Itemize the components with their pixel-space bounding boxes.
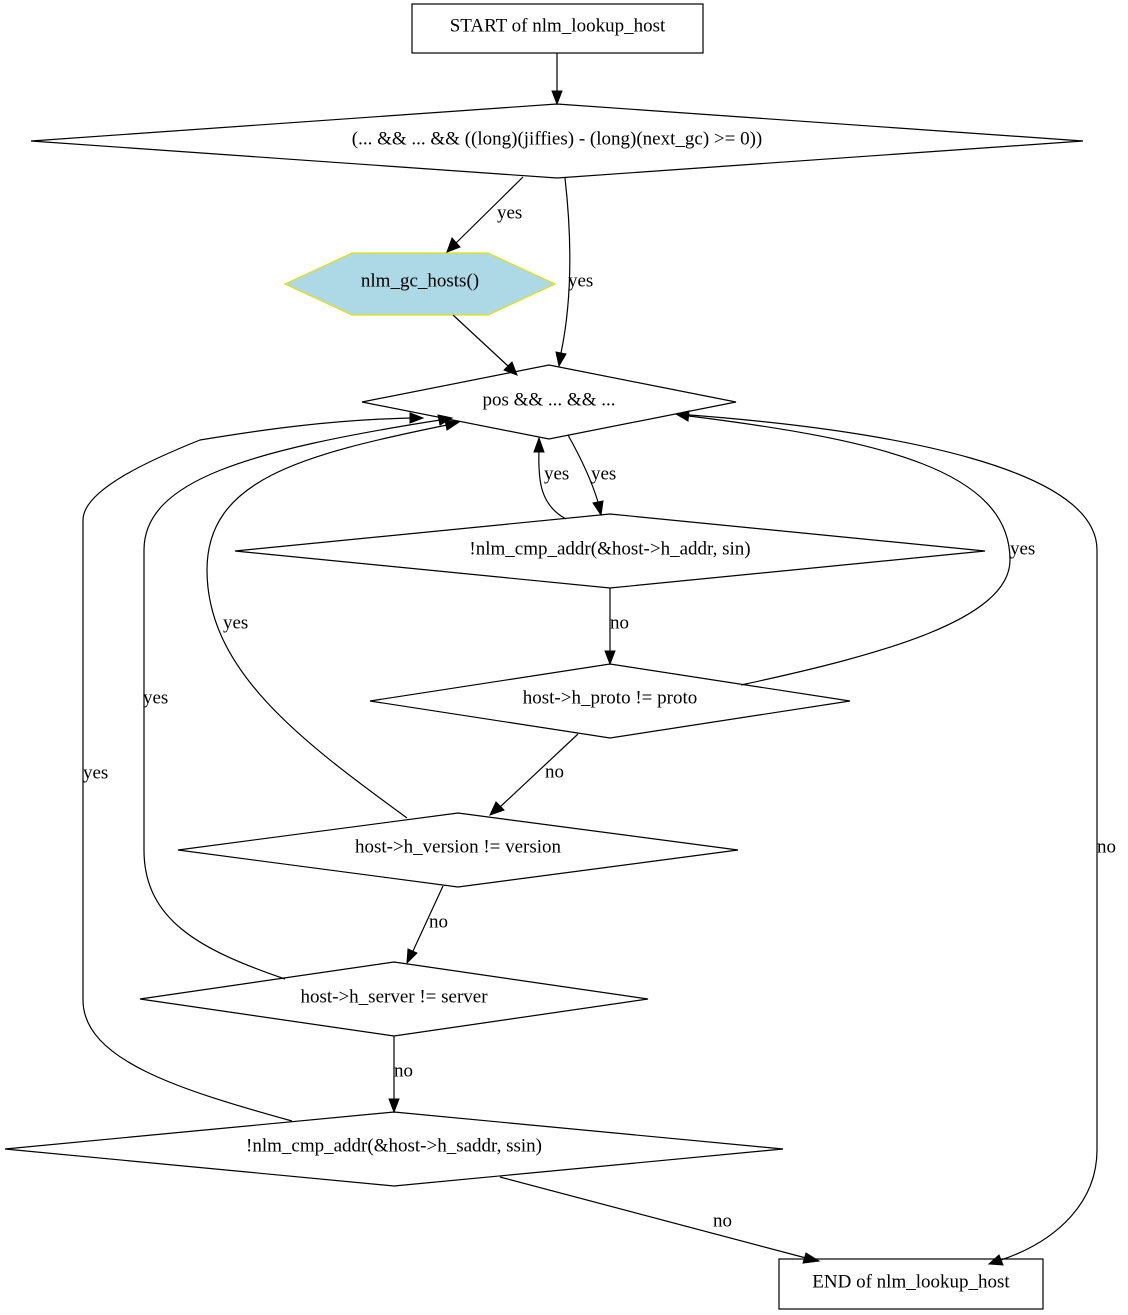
- edge-cond-proto-to-cond-version-label: no: [545, 762, 564, 783]
- edge-cond-gc-to-cond-pos: yes: [555, 177, 593, 368]
- node-cond-server-label: host->h_server != server: [300, 987, 488, 1008]
- edge-cond-server-to-cond-pos: yes: [143, 414, 454, 980]
- edge-cond-server-to-cond-pos-label: yes: [143, 688, 168, 709]
- edge-cond-version-to-cond-pos: yes: [206, 419, 461, 819]
- edge-cond-proto-to-cond-version: no: [489, 733, 579, 816]
- edge-cond-pos-to-cond-addr-label: yes: [591, 464, 616, 485]
- node-cond-addr: !nlm_cmp_addr(&host->h_addr, sin): [234, 513, 986, 589]
- edge-cond-pos-to-cond-addr: yes: [567, 434, 616, 517]
- node-end: END of nlm_lookup_host: [778, 1258, 1044, 1310]
- edge-call-gc-to-cond-pos: [452, 314, 518, 376]
- node-start: START of nlm_lookup_host: [411, 3, 704, 54]
- edge-cond-addr-to-cond-pos: yes: [533, 436, 569, 520]
- edge-cond-gc-to-cond-pos-label: yes: [568, 271, 593, 292]
- node-cond-addr-label: !nlm_cmp_addr(&host->h_addr, sin): [469, 539, 750, 560]
- edge-cond-gc-to-call-gc-label: yes: [497, 203, 522, 224]
- edge-cond-server-to-cond-saddr-label: no: [394, 1061, 413, 1082]
- node-cond-pos: pos && ... && ...: [361, 364, 737, 440]
- node-start-label: START of nlm_lookup_host: [450, 16, 666, 37]
- edge-cond-version-to-cond-server-label: no: [429, 912, 448, 933]
- edge-cond-addr-to-cond-pos-label: yes: [544, 464, 569, 485]
- node-cond-version-label: host->h_version != version: [355, 837, 562, 858]
- edge-cond-saddr-to-cond-pos: yes: [82, 412, 425, 1122]
- edge-cond-pos-to-end-label: no: [1097, 837, 1116, 858]
- node-cond-server: host->h_server != server: [139, 961, 649, 1037]
- node-end-label: END of nlm_lookup_host: [812, 1272, 1010, 1293]
- node-cond-gc: (... && ... && ((long)(jiffies) - (long)…: [30, 103, 1084, 179]
- node-cond-proto-label: host->h_proto != proto: [523, 688, 697, 709]
- edge-cond-addr-to-cond-proto: no: [604, 588, 629, 666]
- edge-cond-server-to-cond-saddr: no: [388, 1036, 413, 1114]
- edge-cond-saddr-to-end-label: no: [713, 1211, 732, 1232]
- node-call-gc: nlm_gc_hosts(): [283, 252, 557, 316]
- node-cond-saddr-label: !nlm_cmp_addr(&host->h_saddr, ssin): [246, 1136, 542, 1157]
- edge-cond-proto-to-cond-pos-label: yes: [1010, 539, 1035, 560]
- edge-start-to-cond-gc: [551, 53, 563, 106]
- edge-cond-saddr-to-cond-pos-label: yes: [83, 763, 108, 784]
- node-cond-version: host->h_version != version: [177, 812, 739, 888]
- edge-cond-pos-to-end: no: [675, 413, 1116, 1266]
- node-call-gc-label: nlm_gc_hosts(): [361, 271, 479, 292]
- edge-cond-version-to-cond-pos-label: yes: [223, 613, 248, 634]
- edge-cond-gc-to-call-gc: yes: [446, 176, 524, 253]
- node-cond-gc-label: (... && ... && ((long)(jiffies) - (long)…: [352, 129, 762, 150]
- edge-cond-saddr-to-end: no: [499, 1176, 821, 1264]
- node-cond-proto: host->h_proto != proto: [369, 663, 851, 739]
- edge-cond-addr-to-cond-proto-label: no: [610, 613, 629, 634]
- node-cond-saddr: !nlm_cmp_addr(&host->h_saddr, ssin): [4, 1111, 784, 1187]
- edge-cond-proto-to-cond-pos: yes: [674, 410, 1035, 686]
- edge-cond-version-to-cond-server: no: [406, 885, 448, 965]
- node-cond-pos-label: pos && ... && ...: [482, 390, 615, 411]
